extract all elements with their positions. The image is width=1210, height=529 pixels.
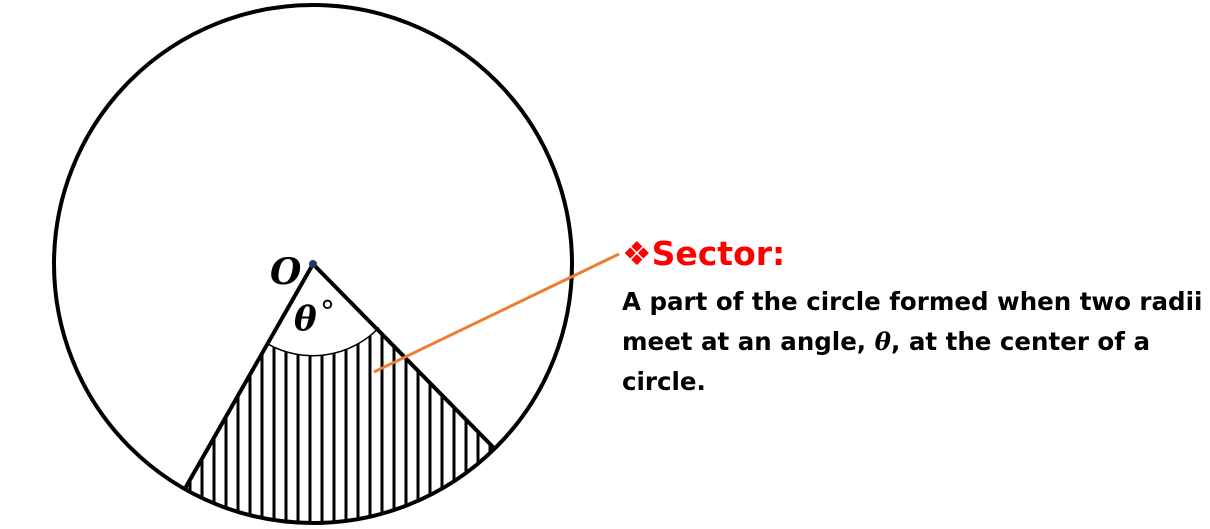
center-label: O (270, 251, 302, 293)
bullet-icon: ❖ (622, 234, 652, 273)
definition-text-part-2: , at the center of a circle. (622, 327, 1150, 396)
definition-text-part-1: A part of the circle formed when two rad… (622, 287, 1203, 356)
degree-symbol: ° (320, 295, 335, 330)
angle-arc (267, 327, 380, 357)
definition-block: ❖Sector: A part of the circle formed whe… (622, 232, 1210, 402)
center-point (309, 260, 317, 268)
leader-line (373, 252, 620, 374)
angle-region (267, 264, 379, 356)
angle-symbol: θ (294, 299, 317, 339)
term-heading: ❖Sector: (622, 232, 1210, 276)
term-label: Sector: (651, 234, 786, 273)
radius-left (182, 263, 315, 491)
definition-text: A part of the circle formed when two rad… (622, 282, 1210, 402)
circle-outline (52, 3, 574, 525)
definition-angle-symbol: θ (874, 327, 891, 356)
